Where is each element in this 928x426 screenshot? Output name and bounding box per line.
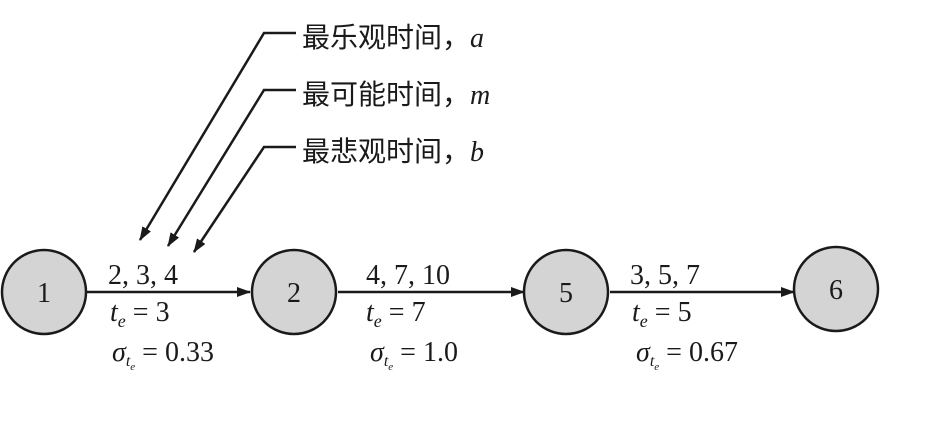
node-2: 2 (250, 248, 338, 336)
edge-1-2-sigma: σte = 0.33 (112, 337, 214, 373)
node-1-label: 1 (37, 278, 51, 309)
edge-2-5-estimates: 4, 7, 10 (366, 260, 450, 291)
node-5: 5 (522, 248, 610, 336)
node-1: 1 (0, 248, 88, 336)
callout-most-likely: 最可能时间，m (302, 78, 490, 111)
node-6-label: 6 (829, 275, 843, 306)
node-2-label: 2 (287, 278, 301, 309)
edge-5-6-te: te = 5 (632, 297, 692, 331)
node-6: 6 (792, 245, 880, 333)
edge-1-2-estimates: 2, 3, 4 (108, 260, 178, 291)
node-5-label: 5 (559, 278, 573, 309)
callout-optimistic-leader (138, 31, 296, 241)
edge-5-6-sigma: σte = 0.67 (636, 337, 738, 373)
callout-most-likely-leader (166, 88, 296, 247)
callout-pessimistic-leader (192, 145, 296, 253)
edge-2-5-sigma: σte = 1.0 (370, 337, 458, 373)
callout-optimistic: 最乐观时间，a (302, 21, 484, 54)
edge-5-6-estimates: 3, 5, 7 (630, 260, 700, 291)
edge-2-5-te: te = 7 (366, 297, 426, 331)
edge-1-2-te: te = 3 (110, 297, 170, 331)
callout-pessimistic: 最悲观时间，b (302, 135, 484, 168)
